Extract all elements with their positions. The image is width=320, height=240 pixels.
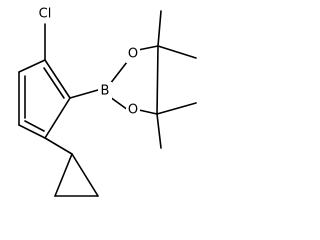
cyclopropyl-ring <box>54 153 99 197</box>
cyclopropyl-bond-3 <box>71 153 99 197</box>
bond-b-o-bottom <box>109 96 129 111</box>
chlorine-label-bg <box>36 5 56 23</box>
oxygen-top-atom-label: O <box>128 47 138 62</box>
bond-c-cyclopropyl <box>44 137 73 155</box>
boron-atom-label: B <box>101 84 110 99</box>
boron-label-bg <box>98 82 112 100</box>
cyclopropyl-bond-1 <box>54 153 73 197</box>
chemical-structure-diagram: Cl B O O <box>18 5 197 197</box>
methyl-bond-bottom-right <box>156 102 197 115</box>
bond-c-c-ring <box>156 45 159 115</box>
oxygen-bottom-label-bg <box>126 101 140 119</box>
bond-b-o-top <box>109 61 128 85</box>
ring-bond-c5-c6 <box>18 59 46 73</box>
bond-o-bottom-c <box>138 109 158 115</box>
oxygen-top-label-bg <box>126 45 140 63</box>
methyl-bond-top-up <box>157 10 162 47</box>
chlorine-atom-label: Cl <box>39 7 52 22</box>
ring-bond-c3-c4 <box>18 124 46 139</box>
ring-bond-c2-c3 <box>44 97 71 139</box>
ring-bond-c1-c2 <box>44 59 71 99</box>
methyl-groups <box>156 10 197 149</box>
oxygen-bottom-atom-label: O <box>128 103 138 118</box>
bond-o-top-c <box>137 45 159 51</box>
ring-double-bond-inner-1 <box>43 67 65 99</box>
dioxaborolane-ring <box>109 45 159 115</box>
benzene-ring <box>18 59 71 139</box>
bond-c-b <box>69 89 99 99</box>
methyl-bond-top-right <box>157 45 197 59</box>
methyl-bond-bottom-down <box>156 113 162 149</box>
ring-double-bond-inner-2 <box>24 120 45 132</box>
